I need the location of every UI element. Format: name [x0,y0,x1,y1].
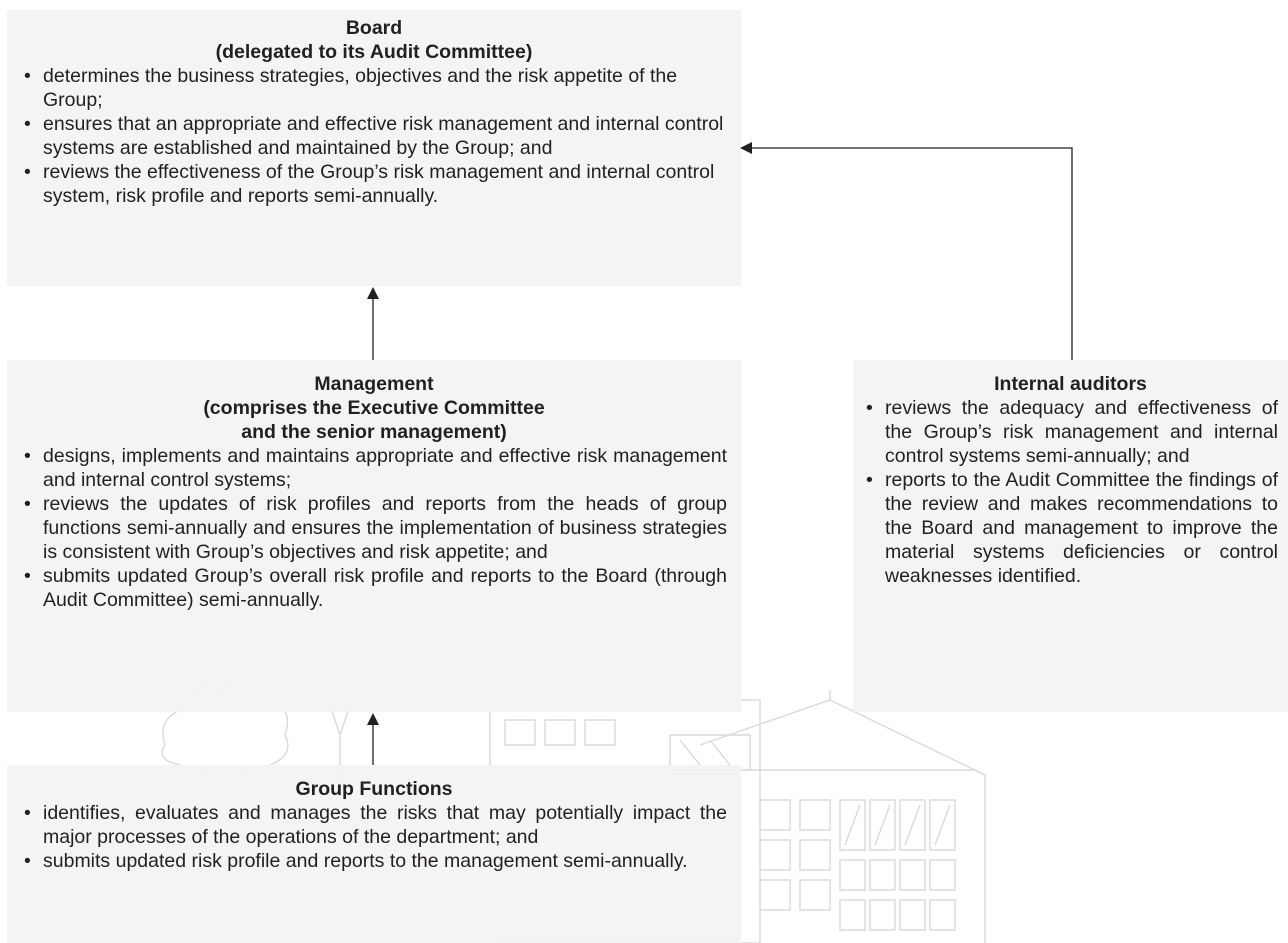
internal-auditors-item: reports to the Audit Committee the findi… [863,468,1278,588]
group-functions-title: Group Functions [295,778,453,800]
management-box: Management (comprises the Executive Comm… [7,360,741,712]
group-functions-item: identifies, evaluates and manages the ri… [21,801,727,849]
board-title: Board (delegated to its Audit Committee) [21,16,727,64]
group-functions-box: Group Functions identifies, evaluates an… [7,765,741,943]
management-item: designs, implements and maintains approp… [21,444,727,492]
management-title-line2: (comprises the Executive Committee [203,397,545,419]
board-box: Board (delegated to its Audit Committee)… [7,10,741,286]
management-responsibilities-list: designs, implements and maintains approp… [21,444,727,612]
management-title: Management (comprises the Executive Comm… [21,372,727,444]
management-title-line3: and the senior management) [241,421,507,443]
board-item: determines the business strategies, obje… [21,64,727,112]
management-item: reviews the updates of risk profiles and… [21,492,727,564]
board-item: reviews the effectiveness of the Group’s… [21,160,727,208]
group-functions-responsibilities-list: identifies, evaluates and manages the ri… [21,801,727,873]
board-item: ensures that an appropriate and effectiv… [21,112,727,160]
internal-auditors-responsibilities-list: reviews the adequacy and effectiveness o… [863,396,1278,588]
internal-auditors-title: Internal auditors [994,373,1147,395]
group-functions-item: submits updated risk profile and reports… [21,849,727,873]
internal-auditors-box: Internal auditors reviews the adequacy a… [853,360,1288,712]
internal-auditors-item: reviews the adequacy and effectiveness o… [863,396,1278,468]
board-title-line2: (delegated to its Audit Committee) [215,41,533,63]
management-item: submits updated Group’s overall risk pro… [21,564,727,612]
board-title-line1: Board [345,17,403,39]
board-responsibilities-list: determines the business strategies, obje… [21,64,727,208]
management-title-line1: Management [314,373,434,395]
